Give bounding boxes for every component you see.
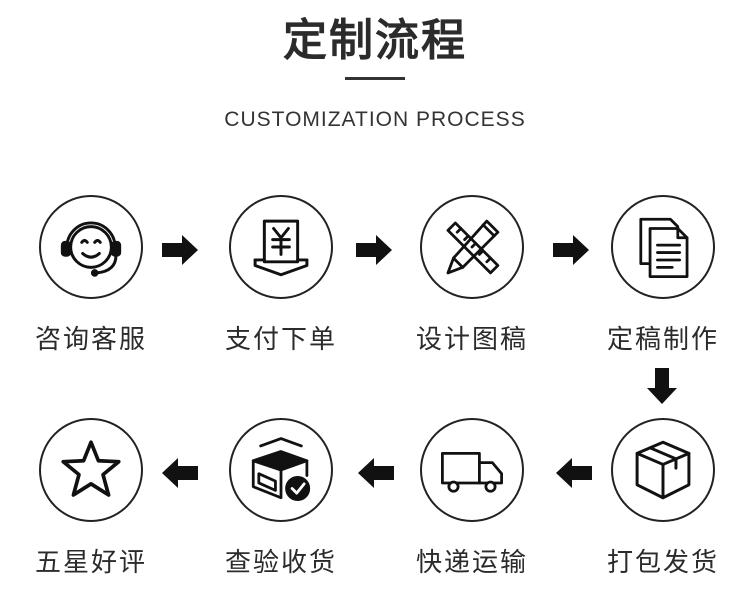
page-subtitle: CUSTOMIZATION PROCESS: [224, 108, 526, 131]
arrow-right-icon: [162, 235, 198, 265]
step-review-circle: [39, 418, 143, 522]
arrow-down-icon: [647, 368, 677, 404]
step-review: 五星好评: [11, 418, 171, 579]
step-shipping-circle: [420, 418, 524, 522]
documents-icon: [639, 217, 689, 278]
step-inspection-label: 查验收货: [224, 548, 337, 578]
step-consult-label: 咨询客服: [34, 325, 147, 355]
step-shipping-label: 快递运输: [415, 548, 528, 578]
delivery-truck-icon: [441, 451, 503, 493]
step-production-label: 定稿制作: [606, 325, 719, 355]
step-consult-circle: [39, 195, 143, 299]
ruler-pencil-icon: [446, 219, 500, 275]
step-production-circle: [611, 195, 715, 299]
step-payment-circle: [229, 195, 333, 299]
step-design: 设计图稿: [392, 195, 552, 356]
star-icon: [61, 440, 121, 497]
step-inspection-circle: [229, 418, 333, 522]
customer-service-icon: [60, 221, 122, 277]
step-payment-label: 支付下单: [224, 325, 337, 355]
step-payment: 支付下单: [201, 195, 361, 356]
step-packing-label: 打包发货: [606, 548, 719, 578]
step-review-label: 五星好评: [34, 548, 147, 578]
arrow-left-icon: [162, 458, 198, 488]
step-design-circle: [420, 195, 524, 299]
arrow-left-icon: [556, 458, 592, 488]
package-box-icon: [635, 440, 691, 500]
yuan-payment-icon: [253, 219, 309, 277]
step-inspection: 查验收货: [201, 418, 361, 579]
arrow-right-icon: [356, 235, 392, 265]
arrow-right-icon: [553, 235, 589, 265]
page-title: 定制流程: [283, 15, 467, 66]
step-packing: 打包发货: [583, 418, 743, 579]
title-divider: [345, 77, 405, 80]
box-check-icon: [251, 437, 311, 501]
step-shipping: 快递运输: [392, 418, 552, 579]
step-production: 定稿制作: [583, 195, 743, 356]
step-design-label: 设计图稿: [415, 325, 528, 355]
arrow-left-icon: [358, 458, 394, 488]
step-packing-circle: [611, 418, 715, 522]
step-consult: 咨询客服: [11, 195, 171, 356]
